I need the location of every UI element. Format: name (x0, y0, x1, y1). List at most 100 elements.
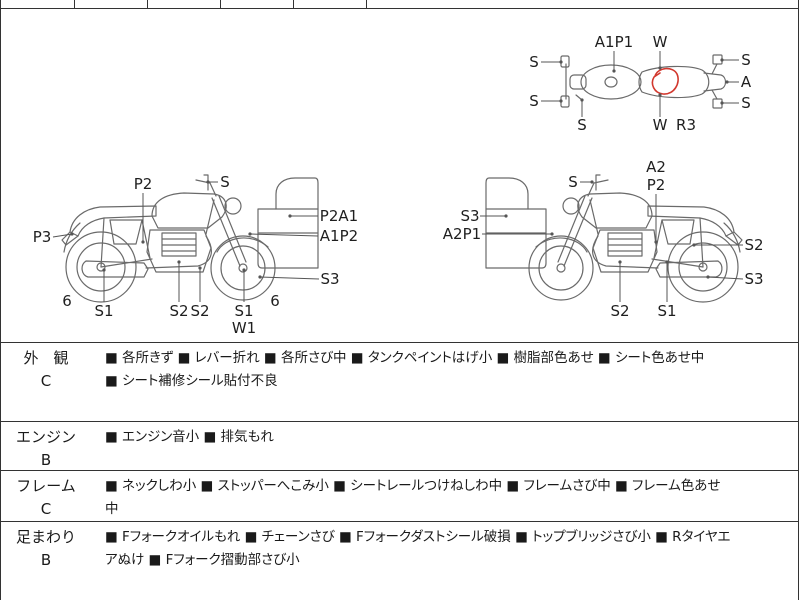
leader-dot (590, 180, 594, 184)
damage-diagram-panel: A1P1 W S S S W R3 S A S P2 S P2A1 P3 A1P… (0, 9, 799, 343)
grade-value: B (40, 451, 52, 469)
seat (638, 65, 710, 99)
damage-code-label: S (529, 53, 539, 71)
leader-dot (559, 99, 563, 103)
leader-dot (248, 232, 252, 236)
damage-code-label: S1 (234, 302, 253, 320)
damage-code-label: S2 (610, 302, 629, 320)
leader-dot (559, 60, 563, 64)
remarks-line: アぬけ ■ Fフォーク摺動部さび小 (105, 552, 300, 568)
damage-code-label: P2 (647, 176, 666, 194)
leader-dot (242, 268, 246, 272)
category-label: 足まわり (15, 528, 76, 546)
damage-code-label: S2 (169, 302, 188, 320)
damage-code-label: A (741, 73, 752, 91)
leader-line (52, 233, 73, 238)
category-cell: エンジン B (0, 422, 92, 470)
leader-dot (654, 240, 658, 244)
leader-dot (706, 275, 710, 279)
leader-dot (177, 260, 181, 264)
damage-code-label: S (741, 51, 751, 69)
leader-dot (658, 66, 662, 70)
damage-code-label: A2 (646, 158, 666, 176)
leader-dot (258, 275, 262, 279)
damage-code-label: S3 (460, 207, 479, 225)
top-view-labels: A1P1 W S S S W R3 S A S (529, 33, 752, 134)
damage-code-label: S (220, 173, 230, 191)
remarks-line: 中 (105, 501, 119, 517)
right-view-labels: A2 P2 S S3 A2P1 S2 S3 S2 S1 (443, 158, 764, 320)
motorcycle-top-view (560, 54, 727, 109)
leader-lines (52, 51, 744, 302)
damage-code-label: S1 (94, 302, 113, 320)
leader-dot (288, 214, 292, 218)
category-cell: 外 観 C (0, 343, 92, 421)
damage-code-label: 6 (62, 292, 72, 310)
remarks-line: ■ エンジン音小 ■ 排気もれ (105, 429, 274, 445)
grade-value: C (40, 500, 52, 518)
left-view-labels: P2 S P2A1 P3 A1P2 S3 6 6 S1 S2 S2 S1 W1 (33, 173, 359, 337)
leader-dots (70, 58, 729, 279)
damage-location-diagram: A1P1 W S S S W R3 S A S P2 S P2A1 P3 A1P… (33, 33, 764, 337)
leader-dot (206, 180, 210, 184)
header-row-fragment (0, 0, 799, 9)
inspection-row-engine: エンジン B ■ エンジン音小 ■ 排気もれ (0, 422, 799, 471)
remarks-line: ■ ネックしわ小 ■ ストッパーへこみ小 ■ シートレールつけねしわ中 ■ フレ… (105, 478, 721, 494)
category-label: フレーム (16, 477, 76, 495)
category-label: 外 観 (23, 349, 69, 367)
leader-dot (504, 214, 508, 218)
leader-dot (102, 268, 106, 272)
grade-value: C (40, 372, 52, 390)
leader-dot (720, 101, 724, 105)
leader-dot (612, 69, 616, 73)
damage-code-label: 6 (270, 292, 280, 310)
fuel-tank (580, 64, 642, 100)
damage-code-label: A2P1 (443, 225, 481, 243)
leader-line (259, 276, 320, 280)
front-fender (569, 74, 587, 90)
leader-line (249, 233, 319, 237)
fuel-cap (604, 76, 618, 88)
remarks-line: ■ Fフォークオイルもれ ■ チェーンさび ■ Fフォークダストシール破損 ■ … (105, 529, 731, 545)
leader-dot (618, 260, 622, 264)
damage-code-label: P2 (134, 175, 153, 193)
damage-mark (651, 67, 679, 95)
damage-code-label: S2 (744, 236, 763, 254)
inspection-row-exterior: 外 観 C ■ 各所きず ■ レバー折れ ■ 各所さび中 ■ タンクペイントはげ… (0, 343, 799, 422)
remarks-line: ■ 各所きず ■ レバー折れ ■ 各所さび中 ■ タンクペイントはげ小 ■ 樹脂… (105, 350, 705, 366)
leader-dot (580, 98, 584, 102)
inspection-row-frame: フレーム C ■ ネックしわ小 ■ ストッパーへこみ小 ■ シートレールつけねし… (0, 471, 799, 522)
motorcycle-right-side-view (485, 174, 743, 303)
damage-code-label: S (741, 94, 751, 112)
leader-dot (550, 232, 554, 236)
cell-divider (74, 0, 75, 8)
damage-code-label: S (529, 92, 539, 110)
damage-code-label: A1P2 (320, 227, 358, 245)
cell-divider (220, 0, 221, 8)
damage-code-label: S3 (744, 270, 763, 288)
damage-code-label: S (568, 173, 578, 191)
leader-dot (70, 232, 74, 236)
motorcycle-left-side-view (61, 174, 319, 303)
cell-divider (366, 0, 367, 8)
damage-code-label: W (653, 116, 668, 134)
damage-code-label: P2A1 (320, 207, 358, 225)
remarks-cell: ■ Fフォークオイルもれ ■ チェーンさび ■ Fフォークダストシール破損 ■ … (92, 522, 799, 600)
damage-code-label: W (653, 33, 668, 51)
damage-code-label: S (577, 116, 587, 134)
cell-divider (147, 0, 148, 8)
leader-dot (665, 260, 669, 264)
damage-code-label: S3 (320, 270, 339, 288)
remarks-cell: ■ ネックしわ小 ■ ストッパーへこみ小 ■ シートレールつけねしわ中 ■ フレ… (92, 471, 799, 521)
leader-line (707, 276, 744, 280)
leader-dot (720, 58, 724, 62)
leader-dot (658, 93, 662, 97)
remarks-cell: ■ エンジン音小 ■ 排気もれ (92, 422, 799, 470)
damage-code-label: S2 (190, 302, 209, 320)
damage-code-label: S1 (657, 302, 676, 320)
category-cell: フレーム C (0, 471, 92, 521)
damage-code-label: W1 (232, 319, 256, 337)
category-cell: 足まわり B (0, 522, 92, 600)
damage-code-label: A1P1 (595, 33, 633, 51)
